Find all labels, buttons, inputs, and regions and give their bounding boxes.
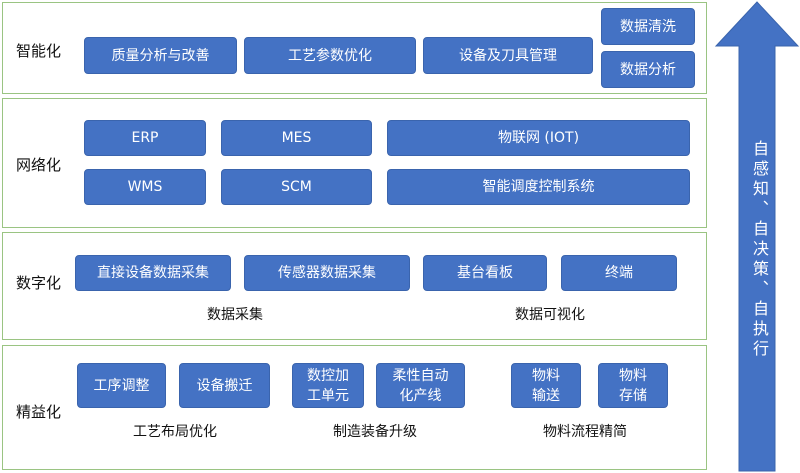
box-data-cleaning: 数据清洗 (601, 8, 695, 45)
arrow-shape (714, 1, 800, 472)
box-mes: MES (221, 120, 372, 156)
box-material-transport: 物料 输送 (511, 363, 581, 408)
arrow-text: 自感知、自决策、自执行 (750, 140, 769, 360)
box-equipment-tools: 设备及刀具管理 (423, 37, 593, 74)
box-cnc-unit: 数控加 工单元 (292, 363, 364, 408)
box-process-adjust: 工序调整 (77, 363, 166, 408)
caption-material-flow: 物料流程精简 (543, 424, 627, 440)
box-wms: WMS (84, 169, 206, 205)
caption-visualization: 数据可视化 (515, 307, 585, 323)
layer-network (2, 98, 707, 228)
box-board: 基台看板 (423, 255, 547, 291)
box-equipment-relocate: 设备搬迁 (179, 363, 270, 408)
upward-arrow (714, 1, 800, 472)
box-quality-analysis: 质量分析与改善 (84, 37, 237, 74)
box-data-analysis: 数据分析 (601, 51, 695, 88)
box-terminal: 终端 (561, 255, 677, 291)
layer-label-network: 网络化 (16, 156, 62, 174)
box-direct-collection: 直接设备数据采集 (75, 255, 231, 291)
box-erp: ERP (84, 120, 206, 156)
layer-label-digital: 数字化 (16, 274, 62, 292)
caption-data-collection: 数据采集 (207, 307, 263, 323)
box-iot: 物联网 (IOT) (387, 120, 690, 156)
box-sensor-collection: 传感器数据采集 (244, 255, 410, 291)
box-scheduling: 智能调度控制系统 (387, 169, 690, 205)
box-process-params: 工艺参数优化 (244, 37, 416, 74)
layer-label-intelligent: 智能化 (16, 42, 62, 60)
caption-layout-optimize: 工艺布局优化 (133, 424, 217, 440)
box-material-storage: 物料 存储 (598, 363, 668, 408)
caption-equipment-upgrade: 制造装备升级 (333, 424, 417, 440)
box-scm: SCM (221, 169, 372, 205)
box-flexible-line: 柔性自动 化产线 (376, 363, 465, 408)
layer-label-lean: 精益化 (16, 403, 62, 421)
